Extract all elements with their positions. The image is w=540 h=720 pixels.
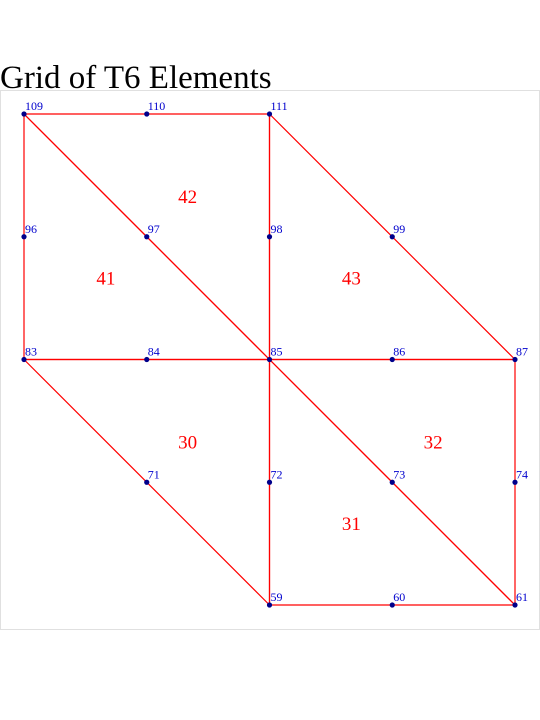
node-label-97: 97 (148, 222, 160, 236)
node-marker-110 (144, 111, 150, 117)
element-label-43: 43 (342, 269, 361, 290)
node-marker-97 (144, 234, 150, 240)
node-label-71: 71 (148, 467, 160, 481)
element-label-42: 42 (178, 187, 197, 208)
node-marker-98 (266, 234, 273, 240)
node-marker-60 (389, 602, 395, 608)
node-label-86: 86 (393, 345, 405, 359)
node-marker-73 (389, 479, 395, 485)
node-label-87: 87 (516, 345, 528, 359)
node-marker-74 (512, 479, 518, 485)
node-marker-99 (389, 234, 395, 240)
node-marker-86 (389, 356, 395, 363)
node-marker-61 (512, 602, 518, 608)
node-marker-59 (266, 602, 273, 608)
node-label-84: 84 (148, 345, 160, 359)
element-label-41: 41 (96, 269, 115, 290)
node-label-59: 59 (271, 590, 283, 604)
node-marker-111 (266, 111, 273, 117)
node-marker-72 (266, 479, 273, 485)
node-marker-96 (21, 234, 27, 240)
node-marker-84 (144, 356, 150, 363)
node-label-74: 74 (516, 467, 528, 481)
node-label-72: 72 (271, 467, 283, 481)
node-label-109: 109 (25, 99, 43, 113)
node-label-60: 60 (393, 590, 405, 604)
node-marker-85 (266, 356, 273, 363)
node-marker-87 (512, 356, 518, 363)
node-label-110: 110 (148, 99, 166, 113)
node-marker-71 (144, 479, 150, 485)
node-label-98: 98 (271, 222, 283, 236)
node-label-73: 73 (393, 467, 405, 481)
element-label-31: 31 (342, 514, 361, 535)
node-label-96: 96 (25, 222, 37, 236)
element-label-30: 30 (178, 432, 197, 453)
element-labels: 42 41 43 30 31 32 (96, 187, 442, 535)
node-label-85: 85 (271, 345, 283, 359)
node-marker-83 (21, 356, 27, 363)
node-label-83: 83 (25, 345, 37, 359)
node-label-61: 61 (516, 590, 528, 604)
node-markers: 109 110 111 96 97 98 99 83 84 85 86 87 71 72 73 74 59 60 6… (21, 99, 528, 608)
node-marker-109 (21, 111, 27, 117)
node-label-111: 111 (271, 99, 288, 113)
element-label-32: 32 (424, 432, 443, 453)
node-label-99: 99 (393, 222, 405, 236)
